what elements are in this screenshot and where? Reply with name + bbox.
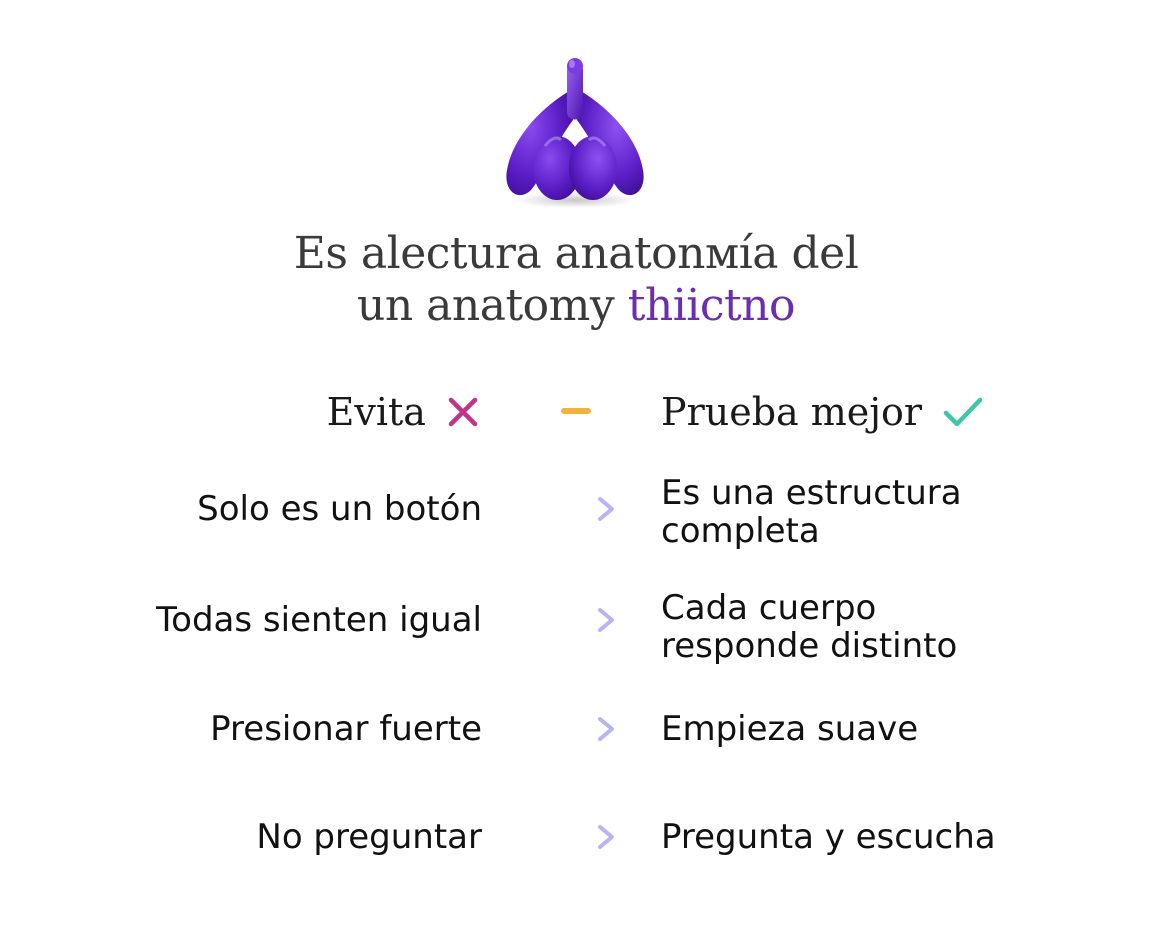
check-icon <box>942 392 984 440</box>
title-line-2-main: un anatomy <box>356 280 628 331</box>
dash-icon <box>561 408 591 414</box>
title-line-2: un anatomy thiictno <box>0 280 1152 332</box>
better-text-line-1: Cada cuerpo <box>661 588 877 628</box>
anatomy-model-icon <box>495 50 655 210</box>
better-text-line-1: Es una estructura <box>661 473 962 513</box>
avoid-text: Presionar fuerte <box>210 709 482 749</box>
avoid-text: Solo es un botón <box>197 489 482 529</box>
avoid-header-label: Evita <box>326 390 426 434</box>
better-text-line-1: Empieza suave <box>661 709 919 749</box>
avoid-column-header: Evita <box>327 388 480 440</box>
arrow-right-icon <box>528 822 620 852</box>
better-text: Es una estructura completa <box>661 474 962 550</box>
cross-icon <box>446 392 480 440</box>
better-text-line-2: completa <box>661 511 820 551</box>
page-title: Es alectura anatonмía del un anatomy thi… <box>0 228 1152 332</box>
title-line-2-accent: thiictno <box>627 280 796 331</box>
better-header-label: Prueba mejor <box>661 390 923 434</box>
better-text: Cada cuerpo responde distinto <box>661 589 957 665</box>
title-line-1: Es alectura anatonмía del <box>293 228 859 279</box>
arrow-right-icon <box>528 494 620 524</box>
better-text-line-2: responde distinto <box>661 626 958 666</box>
better-column-header: Prueba mejor <box>661 388 984 440</box>
better-text: Pregunta y escucha <box>661 818 996 856</box>
arrow-right-icon <box>528 714 620 744</box>
avoid-text: No preguntar <box>256 817 482 857</box>
arrow-right-icon <box>528 605 620 635</box>
better-text: Empieza suave <box>661 710 918 748</box>
avoid-text: Todas sienten igual <box>156 600 482 640</box>
better-text-line-1: Pregunta y escucha <box>661 817 996 857</box>
